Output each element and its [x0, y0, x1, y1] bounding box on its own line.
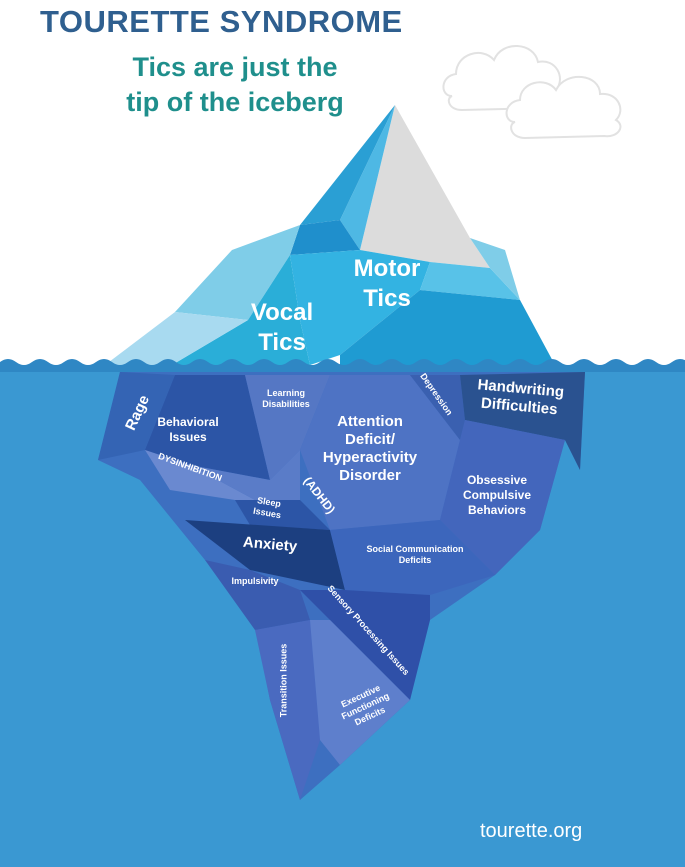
- label-motor-tics-line-2: Tics: [363, 285, 411, 312]
- label-ocb-line-1: Obsessive: [466, 473, 528, 487]
- tourette-logo-icon: [2, 2, 40, 46]
- iceberg-underwater: [98, 372, 585, 800]
- cloud-icon: [442, 45, 622, 140]
- subtitle-line-2: tip of the iceberg: [126, 87, 344, 117]
- label-adhd: Attention Deficit/ Hyperactivity Disorde…: [305, 413, 435, 485]
- label-transition-issues-line-1: Transition Issues: [278, 643, 289, 718]
- page-title: TOURETTE SYNDROME: [40, 4, 403, 39]
- label-learning-disabilities: Learning Disabilities: [251, 388, 321, 410]
- label-adhd-line-3: Hyperactivity: [322, 449, 418, 466]
- label-behavioral-issues: Behavioral Issues: [148, 415, 228, 445]
- label-ocb-line-3: Behaviors: [467, 503, 527, 517]
- label-motor-tics: Motor Tics: [342, 254, 432, 314]
- label-impulsivity: Impulsivity: [215, 576, 295, 587]
- label-transition-issues: Transition Issues: [279, 631, 290, 731]
- label-vocal-tics: Vocal Tics: [242, 298, 322, 358]
- label-impulsivity-line-1: Impulsivity: [231, 576, 279, 586]
- label-adhd-line-2: Deficit/: [344, 431, 395, 448]
- label-learning-disabilities-line-1: Learning: [266, 388, 305, 398]
- label-learning-disabilities-line-2: Disabilities: [262, 399, 310, 409]
- label-adhd-line-4: Disorder: [339, 467, 401, 484]
- label-vocal-tics-line-2: Tics: [258, 329, 306, 356]
- label-motor-tics-line-1: Motor: [353, 255, 421, 282]
- label-ocb: Obsessive Compulsive Behaviors: [452, 473, 542, 518]
- label-vocal-tics-line-1: Vocal: [250, 299, 314, 326]
- label-social-communication: Social Communication Deficits: [345, 544, 485, 566]
- label-ocb-line-2: Compulsive: [462, 488, 531, 502]
- label-behavioral-issues-line-2: Issues: [169, 430, 207, 444]
- subtitle: Tics are just the tip of the iceberg: [40, 50, 430, 120]
- label-social-communication-line-1: Social Communication: [366, 544, 464, 554]
- iceberg-tip: [105, 105, 555, 365]
- footer-site: tourette.org: [480, 820, 583, 842]
- label-behavioral-issues-line-1: Behavioral: [157, 415, 219, 429]
- label-adhd-line-1: Attention: [337, 413, 403, 430]
- subtitle-line-1: Tics are just the: [132, 52, 338, 82]
- label-social-communication-line-2: Deficits: [398, 555, 432, 565]
- wave-line: [0, 359, 685, 372]
